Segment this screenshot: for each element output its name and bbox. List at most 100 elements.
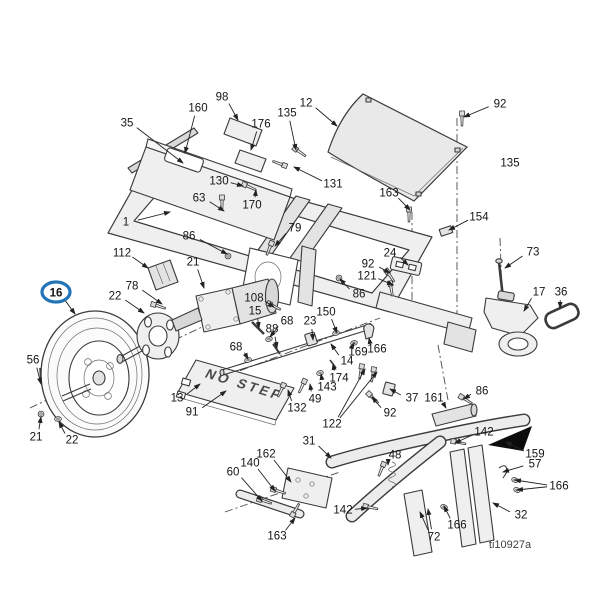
plate-98 (223, 117, 263, 147)
callout-132: 132 (287, 403, 306, 415)
leader-line-72 (426, 508, 432, 530)
leader-line-23 (309, 328, 315, 341)
callout-174: 174 (329, 373, 349, 385)
callout-176: 176 (251, 119, 270, 131)
callout-135: 135 (277, 108, 296, 120)
callout-86: 86 (353, 289, 366, 301)
leader-line-142 (354, 506, 368, 512)
callout-60: 60 (227, 467, 240, 479)
washer-143 (315, 369, 325, 377)
leader-line-163 (398, 197, 411, 211)
bolt-142 (450, 438, 467, 447)
leader-line-31 (318, 445, 332, 459)
leader-line-86 (199, 239, 228, 255)
leader-line-92 (463, 106, 489, 118)
top-tray (327, 93, 469, 202)
callout-169: 169 (348, 347, 367, 359)
leader-line-1 (137, 211, 171, 221)
leader-line-72 (419, 511, 429, 531)
callout-140: 140 (240, 458, 259, 470)
callout-21: 21 (30, 432, 43, 444)
stand-leg-72 (403, 489, 433, 557)
jack-stand-assembly (235, 393, 532, 557)
hub-shaft (119, 345, 141, 358)
callout-48: 48 (389, 450, 402, 462)
callout-68: 68 (281, 316, 294, 328)
leader-line-86 (463, 393, 472, 400)
pin-135 (291, 145, 308, 159)
leader-line-68 (242, 352, 249, 360)
hub-assembly (37, 312, 180, 422)
front-crossbeam (127, 117, 293, 241)
bolt-86 (457, 393, 474, 406)
tongue-stub (443, 321, 477, 353)
beam-front-face (129, 146, 291, 241)
callout-92: 92 (494, 99, 507, 111)
callout-68: 68 (230, 342, 243, 354)
callout-166: 166 (447, 520, 466, 532)
callout-21: 21 (187, 257, 200, 269)
leader-line-15 (255, 318, 261, 329)
callout-166: 166 (549, 481, 568, 493)
callout-73: 73 (527, 247, 540, 259)
leader-line-21 (197, 269, 205, 289)
callout-37: 37 (406, 393, 419, 405)
callout-22: 22 (109, 291, 122, 303)
callout-170: 170 (242, 200, 261, 212)
leader-line-166 (514, 478, 548, 486)
coupler-latch (497, 290, 515, 302)
callout-72: 72 (428, 532, 441, 544)
callout-92: 92 (384, 408, 397, 420)
callout-161: 161 (424, 393, 443, 405)
callout-79: 79 (289, 223, 302, 235)
callout-63: 63 (193, 193, 206, 205)
callout-49: 49 (309, 394, 322, 406)
clip-154 (438, 225, 454, 237)
leader-line-68 (269, 326, 279, 338)
coupler-body (483, 297, 539, 337)
leader-line-122 (337, 368, 366, 418)
callout-122: 122 (322, 419, 341, 431)
callout-135: 135 (500, 158, 519, 170)
callout-24: 24 (384, 248, 397, 260)
leader-line-132 (287, 389, 293, 401)
callout-92: 92 (362, 259, 375, 271)
callout-22: 22 (66, 435, 79, 447)
bolt-92 (459, 110, 465, 127)
leader-line-135 (289, 120, 298, 151)
leader-line-17 (523, 298, 532, 312)
callout-142: 142 (333, 505, 352, 517)
washer-68 (264, 335, 274, 343)
leader-line-176 (250, 131, 258, 151)
leader-line-79 (274, 233, 287, 247)
leader-line-154 (448, 219, 469, 231)
leader-line-161 (440, 401, 447, 409)
pad-159 (488, 426, 532, 451)
leader-line-162 (273, 459, 292, 483)
callout-142: 142 (474, 427, 493, 439)
bolt-78 (149, 301, 167, 312)
callout-35: 35 (121, 118, 134, 130)
leader-line-35 (136, 127, 184, 164)
frame-fasteners (219, 110, 465, 297)
leader-line-13 (186, 383, 201, 395)
callout-23: 23 (304, 316, 317, 328)
leader-line-140 (257, 468, 276, 492)
leader-line-174 (331, 363, 337, 371)
leader-line-122 (339, 371, 378, 419)
washer-68 (243, 356, 253, 364)
leader-line-121 (378, 278, 394, 286)
callout-57: 57 (529, 459, 542, 471)
figure-id: ti10927a (489, 539, 532, 551)
callout-17: 17 (533, 287, 546, 299)
leader-line-131 (293, 166, 323, 182)
callout-86: 86 (476, 386, 489, 398)
leader-line-12 (315, 107, 338, 127)
leader-line-166 (443, 505, 451, 519)
leader-line-21 (37, 416, 43, 430)
callout-1: 1 (123, 217, 129, 229)
nut-86 (224, 252, 232, 260)
leader-line-56 (36, 367, 42, 385)
callout-13: 13 (171, 393, 184, 405)
